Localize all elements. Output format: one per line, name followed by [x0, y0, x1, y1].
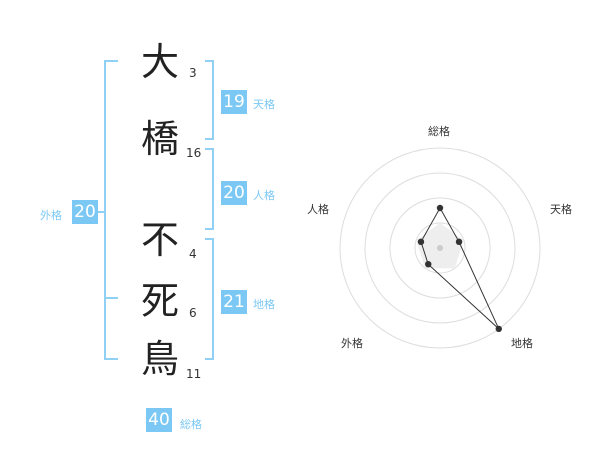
- chikaku-value: 21: [221, 290, 247, 314]
- radar-axis-label-chikaku: 地格: [511, 337, 533, 350]
- chikaku-label: 地格: [253, 298, 275, 311]
- radar-point-1: [455, 238, 463, 246]
- radar-axis-label-tenkaku: 天格: [550, 203, 572, 216]
- stroke-count-5: 11: [186, 367, 202, 381]
- jinkaku-bracket: [205, 148, 214, 230]
- radar-point-2: [495, 325, 502, 333]
- radar-point-4: [417, 238, 425, 246]
- radar-point-0: [436, 204, 444, 212]
- gaikaku-label: 外格: [40, 209, 62, 222]
- stroke-count-3: 4: [189, 247, 197, 261]
- stroke-count-2: 16: [186, 146, 202, 160]
- gaikaku-bracket: [104, 60, 118, 360]
- radar-axis-label-jinkaku: 人格: [307, 203, 329, 216]
- stroke-count-4: 6: [189, 306, 197, 320]
- gaikaku-bracket-stem: [96, 211, 106, 213]
- soukaku-value: 40: [146, 408, 172, 432]
- jinkaku-label: 人格: [253, 189, 275, 202]
- name-char-3: 不: [141, 218, 180, 262]
- tenkaku-label: 天格: [253, 98, 275, 111]
- gaikaku-bracket-tick: [106, 297, 118, 299]
- soukaku-label: 総格: [180, 418, 202, 431]
- name-char-5: 鳥: [141, 337, 180, 381]
- radar-ring-3: [364, 172, 516, 324]
- radar-point-3: [425, 260, 432, 268]
- radar-axis-label-soukaku: 総格: [428, 125, 450, 138]
- chikaku-bracket: [205, 238, 214, 360]
- jinkaku-value: 20: [221, 181, 247, 205]
- name-char-1: 大: [141, 40, 180, 84]
- radar-ring-4: [339, 147, 541, 349]
- tenkaku-value: 19: [221, 90, 247, 114]
- tenkaku-bracket: [205, 60, 214, 140]
- radar-center-dot: [437, 245, 443, 251]
- radar-series-shape: [420, 206, 500, 330]
- radar-ring-2: [389, 197, 491, 299]
- stroke-count-1: 3: [189, 66, 197, 80]
- name-char-4: 死: [141, 279, 180, 323]
- gaikaku-value: 20: [72, 200, 98, 224]
- radar-axis-label-gaikaku: 外格: [341, 337, 363, 350]
- name-char-2: 橋: [141, 117, 180, 161]
